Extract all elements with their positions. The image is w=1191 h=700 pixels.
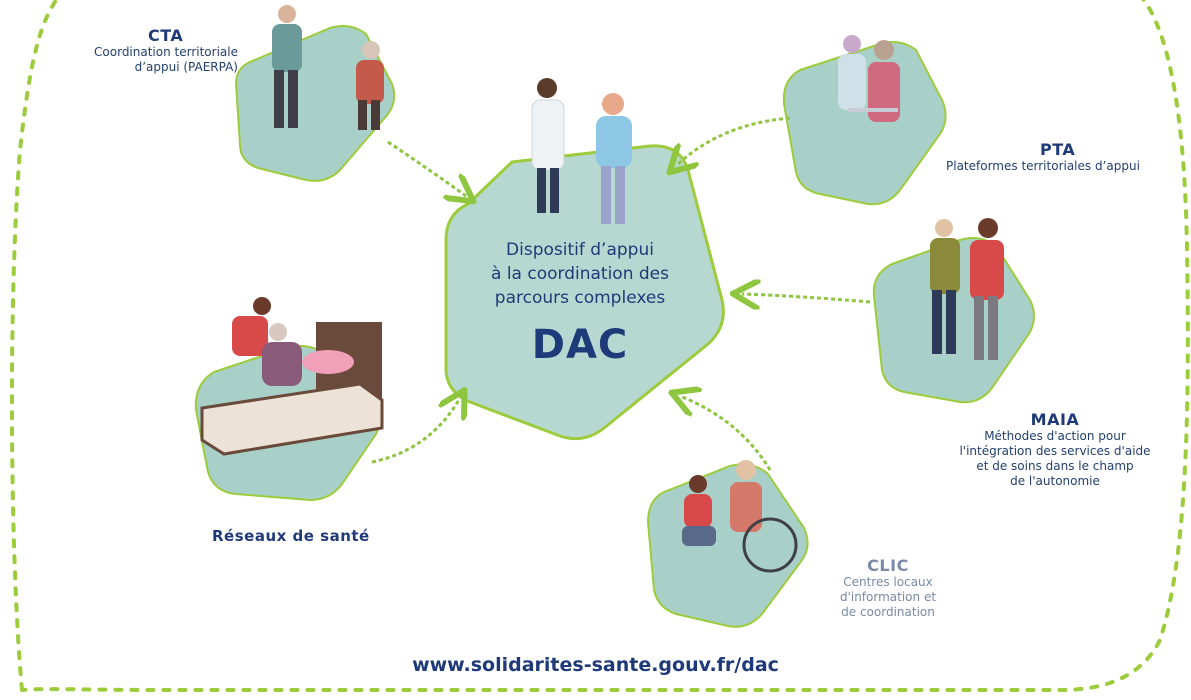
arrow-maia-to-dac (742, 294, 871, 302)
arrow-reseaux-to-dac (371, 398, 460, 464)
node-clic-label: CLIC Centres locaux d'information et de … (818, 556, 958, 620)
center-title-line-1: Dispositif d’appui (506, 240, 654, 260)
pta-desc-line-1: Plateformes territoriales d’appui (946, 159, 1140, 173)
center-abbr: DAC (531, 322, 629, 368)
node-pta-illustration (782, 35, 947, 206)
node-cta-label: CTA Coordination territoriale d’appui (P… (70, 26, 238, 75)
node-maia-label: MAIA Méthodes d'action pour l'intégratio… (940, 410, 1170, 489)
cta-desc-line-1: Coordination territoriale (94, 45, 238, 59)
maia-desc-line-4: de l'autonomie (1010, 474, 1100, 488)
arrows (371, 116, 871, 471)
arrow-cta-to-dac (387, 140, 466, 196)
maia-abbr: MAIA (1030, 410, 1080, 429)
center-title-line-3: parcours complexes (494, 288, 666, 308)
node-clic-illustration (646, 460, 809, 628)
patient-figure (596, 93, 632, 224)
maia-desc-line-3: et de soins dans le champ (976, 459, 1134, 473)
node-maia-illustration (872, 218, 1035, 404)
doctor-figure (531, 78, 565, 213)
clic-desc-line-1: Centres locaux (843, 575, 933, 589)
clic-desc-line-3: de coordination (841, 605, 935, 619)
center-title-line-2: à la coordination des (491, 264, 669, 284)
node-reseaux-label: Réseaux de santé (212, 527, 370, 545)
node-cta-illustration (234, 5, 396, 182)
maia-desc-line-1: Méthodes d'action pour (984, 429, 1126, 443)
dashed-border (9, 0, 1190, 692)
node-reseaux-illustration (194, 297, 384, 502)
clic-abbr: CLIC (867, 556, 909, 575)
pta-abbr: PTA (1040, 140, 1076, 159)
center-title: Dispositif d’appui à la coordination des… (470, 238, 690, 310)
cta-abbr: CTA (148, 26, 184, 45)
center-node-dac (444, 78, 725, 441)
footer-url[interactable]: www.solidarites-sante.gouv.fr/dac (412, 654, 779, 676)
clic-desc-line-2: d'information et (839, 590, 937, 604)
arrow-pta-to-dac (676, 116, 791, 166)
node-pta-label: PTA Plateformes territoriales d’appui (946, 140, 1176, 174)
maia-desc-line-2: l'intégration des services d'aide (959, 444, 1151, 458)
arrow-clic-to-dac (680, 396, 772, 471)
cta-desc-line-2: d’appui (PAERPA) (134, 60, 238, 74)
